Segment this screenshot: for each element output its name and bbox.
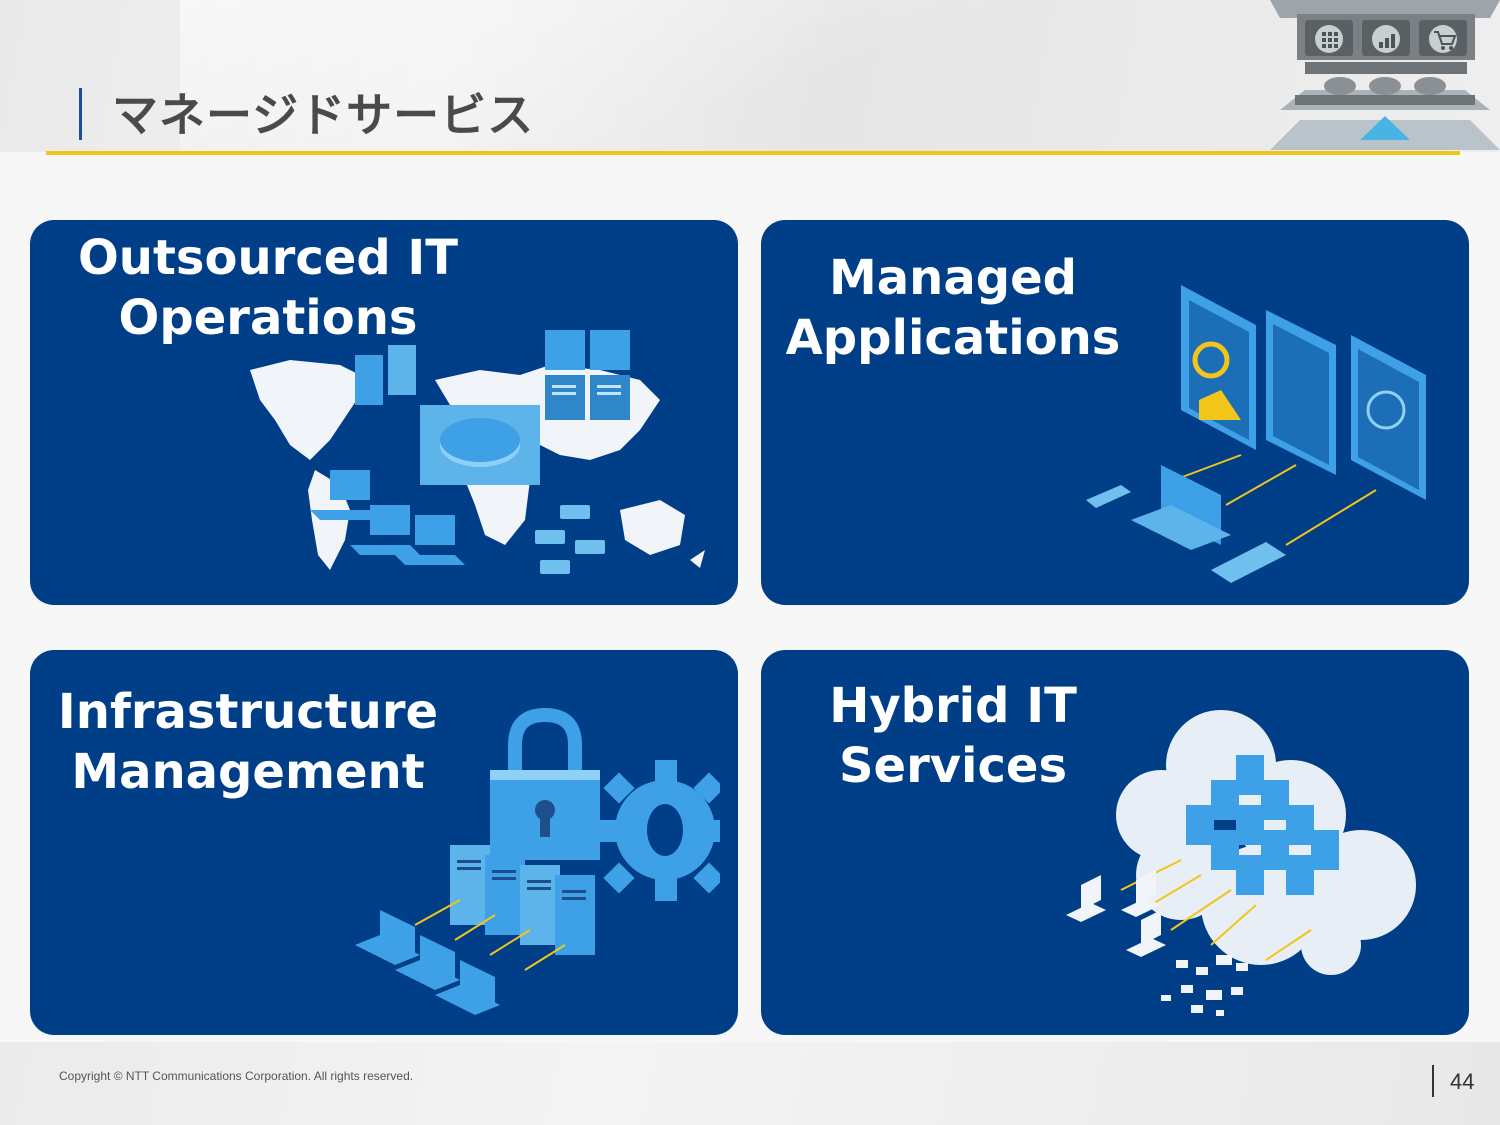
page-number-divider xyxy=(1432,1065,1434,1097)
card-title: Outsourced IT Operations xyxy=(78,230,458,346)
title-accent-bar xyxy=(79,88,82,140)
world-map-network-icon xyxy=(250,330,705,574)
cloud-platform-logo-icon xyxy=(1270,0,1500,150)
card-infrastructure-management[interactable]: Infrastructure Management xyxy=(30,650,738,1035)
card-title: Infrastructure Management xyxy=(57,684,439,800)
card-hybrid-it-services[interactable]: Hybrid IT Services xyxy=(761,650,1469,1035)
card-outsourced-it-operations[interactable]: Outsourced IT Operations xyxy=(30,220,738,605)
card-title: Managed Applications xyxy=(785,250,1121,366)
dashboards-devices-icon xyxy=(1086,285,1426,583)
card-managed-applications[interactable]: Managed Applications xyxy=(761,220,1469,605)
footer-background xyxy=(0,1042,1500,1125)
header-highlight xyxy=(180,0,1180,152)
copyright-notice: Copyright © NTT Communications Corporati… xyxy=(59,1069,414,1083)
lock-gear-servers-icon xyxy=(355,707,720,1015)
card-title: Hybrid IT Services xyxy=(829,678,1077,794)
page-title: マネージドサービス xyxy=(112,88,535,142)
title-underline xyxy=(46,151,1460,155)
cloud-servers-icon xyxy=(1066,710,1416,1016)
page-number: 44 xyxy=(1450,1069,1475,1094)
